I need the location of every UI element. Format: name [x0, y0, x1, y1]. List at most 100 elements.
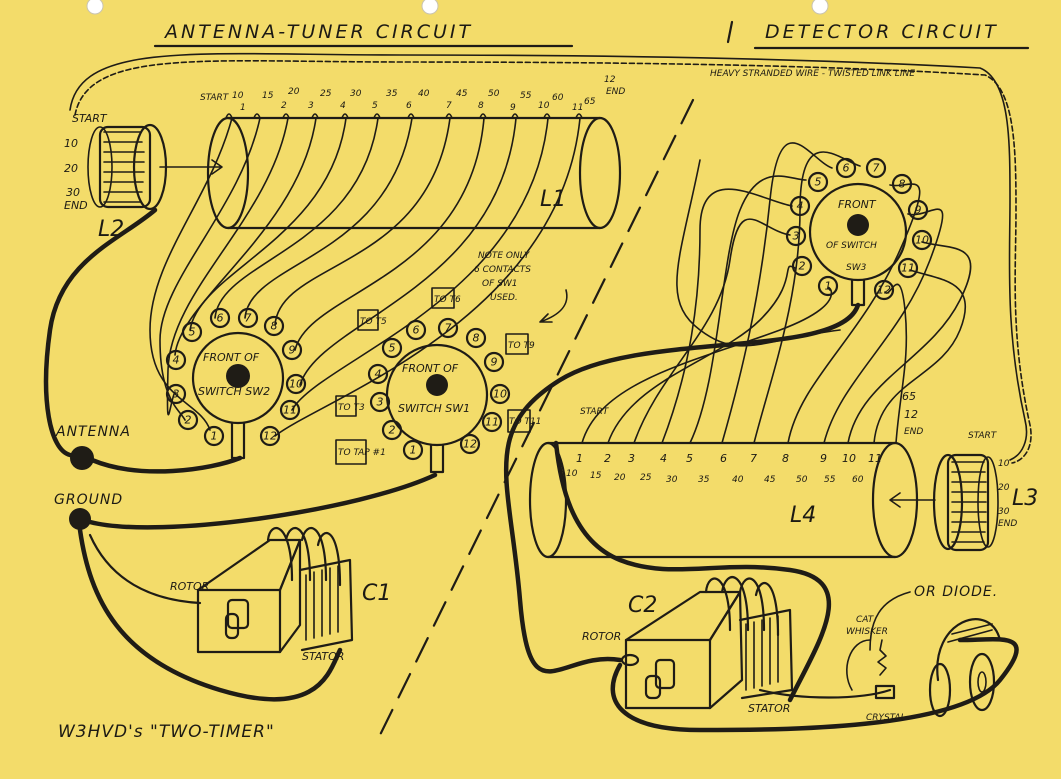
- l1-switch-num: 11: [572, 103, 583, 113]
- sw3-label-3: SW3: [846, 263, 867, 273]
- l3-tap-10: 10: [998, 459, 1010, 469]
- svg-text:7: 7: [873, 162, 880, 175]
- svg-text:12: 12: [463, 438, 477, 451]
- l1-end-label: END: [606, 87, 625, 97]
- svg-text:NOTE ONLY: NOTE ONLY: [478, 251, 531, 261]
- l1-tap: 20: [288, 87, 300, 97]
- switch-sw3: 1 2 3 4 5 6 7 8 9 10 11 12: [785, 157, 933, 307]
- l2-label: L2: [98, 217, 124, 242]
- crystal: [874, 684, 896, 700]
- l3-end-label: END: [998, 519, 1017, 529]
- c2-rotor-label: ROTOR: [582, 630, 621, 643]
- l1-tap: 65: [584, 97, 596, 107]
- l1-switch-num: 4: [340, 101, 346, 111]
- sw3-contacts: 1 2 3 4 5 6 7 8 9 10 11 12: [785, 157, 933, 301]
- svg-text:5: 5: [389, 342, 396, 355]
- l4-label: L4: [790, 503, 816, 528]
- svg-text:8: 8: [473, 332, 480, 345]
- sw3-label-2: OF SWITCH: [826, 241, 877, 251]
- svg-text:8: 8: [782, 452, 789, 465]
- svg-text:4: 4: [797, 200, 804, 213]
- binder-hole: [86, 0, 104, 15]
- ground-to-c1-stator: [77, 527, 343, 702]
- svg-text:OF SW1: OF SW1: [482, 279, 517, 289]
- cat-whisker-1: CAT: [856, 615, 875, 625]
- c1-rotor-wire: [88, 533, 202, 605]
- cat-whisker-2: WHISKER: [846, 627, 888, 637]
- l4-start-wire: [553, 440, 832, 703]
- switch-sw2: 1 2 3 4 5 6 7 8 9 10 11 12: [165, 307, 307, 460]
- l4-tap-65: 65: [902, 390, 916, 403]
- sw1-label-2: SWITCH SW1: [398, 402, 470, 415]
- svg-text:3: 3: [173, 388, 180, 401]
- tag-t11: TO T11: [509, 417, 541, 427]
- svg-text:1: 1: [211, 430, 218, 443]
- svg-text:11: 11: [901, 262, 915, 275]
- l1-switch-num: 1: [240, 103, 246, 113]
- l1-switch-num: 5: [372, 101, 378, 111]
- svg-text:10: 10: [915, 234, 929, 247]
- svg-text:1: 1: [825, 280, 832, 293]
- l4-to-sw3-wires: [581, 142, 972, 444]
- svg-text:1: 1: [410, 444, 417, 457]
- l1-switch-num: 7: [446, 101, 452, 111]
- svg-text:9: 9: [491, 356, 498, 369]
- l1-switch-num: 3: [308, 101, 314, 111]
- diode-arrow: [869, 591, 911, 651]
- sw1-label-1: FRONT OF: [402, 362, 459, 375]
- l3-tap-20: 20: [998, 483, 1010, 493]
- svg-text:15: 15: [590, 471, 602, 481]
- sw1-tags: TO T5 TO T6 TO T9 TO T3 TO T11 TO TAP #1: [335, 287, 541, 465]
- coil-l3: [932, 453, 999, 552]
- c1-label: C1: [362, 581, 391, 606]
- l4-tap-12: 12: [904, 408, 918, 421]
- svg-text:USED.: USED.: [490, 293, 518, 303]
- l2-to-antenna-wire: [43, 207, 158, 458]
- sw2-contacts: 1 2 3 4 5 6 7 8 9 10 11 12: [165, 307, 307, 447]
- tag-t6: TO T6: [434, 295, 461, 305]
- l2-end-number: 30: [66, 186, 80, 199]
- l4-tap-labels: 1 2 3 4 5 6 7 8 9 10 11 10 15 20 25 30 3…: [566, 452, 882, 485]
- svg-text:4: 4: [660, 452, 667, 465]
- link-line-label: HEAVY STRANDED WIRE - TWISTED LINK LINE: [710, 69, 915, 79]
- l1-tap: 35: [386, 89, 398, 99]
- svg-text:10: 10: [566, 469, 578, 479]
- svg-text:11: 11: [868, 452, 882, 465]
- ground-label: GROUND: [54, 492, 123, 508]
- binder-hole: [421, 0, 439, 15]
- l1-switch-num: 10: [538, 101, 550, 111]
- tag-t5: TO T5: [360, 317, 387, 327]
- l3-label: L3: [1012, 486, 1038, 511]
- c2-to-detector-wire: [610, 636, 1019, 733]
- l1-tap: 40: [418, 89, 430, 99]
- svg-text:8: 8: [271, 320, 278, 333]
- l1-switch-num: 9: [510, 103, 516, 113]
- svg-text:40: 40: [732, 475, 744, 485]
- svg-text:4: 4: [375, 368, 382, 381]
- svg-text:12: 12: [877, 284, 891, 297]
- sw1-contacts: 1 2 3 4 5 6 7 8 9 10 11 12: [367, 317, 511, 461]
- l1-tap: 55: [520, 91, 532, 101]
- svg-text:11: 11: [485, 416, 499, 429]
- svg-text:9: 9: [915, 204, 922, 217]
- tag-tap-1: TO TAP #1: [338, 448, 386, 458]
- crystal-label: CRYSTAL: [866, 713, 906, 723]
- ground-wire: [87, 472, 438, 530]
- l1-switch-num: 8: [478, 101, 484, 111]
- l1-tap: 10: [232, 91, 244, 101]
- c2-label: C2: [628, 593, 657, 618]
- l4-start-label: START: [580, 407, 610, 417]
- svg-text:7: 7: [750, 452, 757, 465]
- twisted-link-line: [69, 52, 1028, 461]
- c2-stator-label: STATOR: [748, 702, 790, 715]
- sw3-label-1: FRONT: [838, 198, 877, 211]
- svg-text:1: 1: [576, 452, 583, 465]
- l1-switch-num: 6: [406, 101, 412, 111]
- svg-text:2: 2: [799, 260, 806, 273]
- tag-t9: TO T9: [508, 341, 535, 351]
- l4-end-label: END: [904, 427, 923, 437]
- svg-text:8: 8: [899, 178, 906, 191]
- l1-tap: 50: [488, 89, 500, 99]
- twisted-link-line: [74, 59, 1032, 464]
